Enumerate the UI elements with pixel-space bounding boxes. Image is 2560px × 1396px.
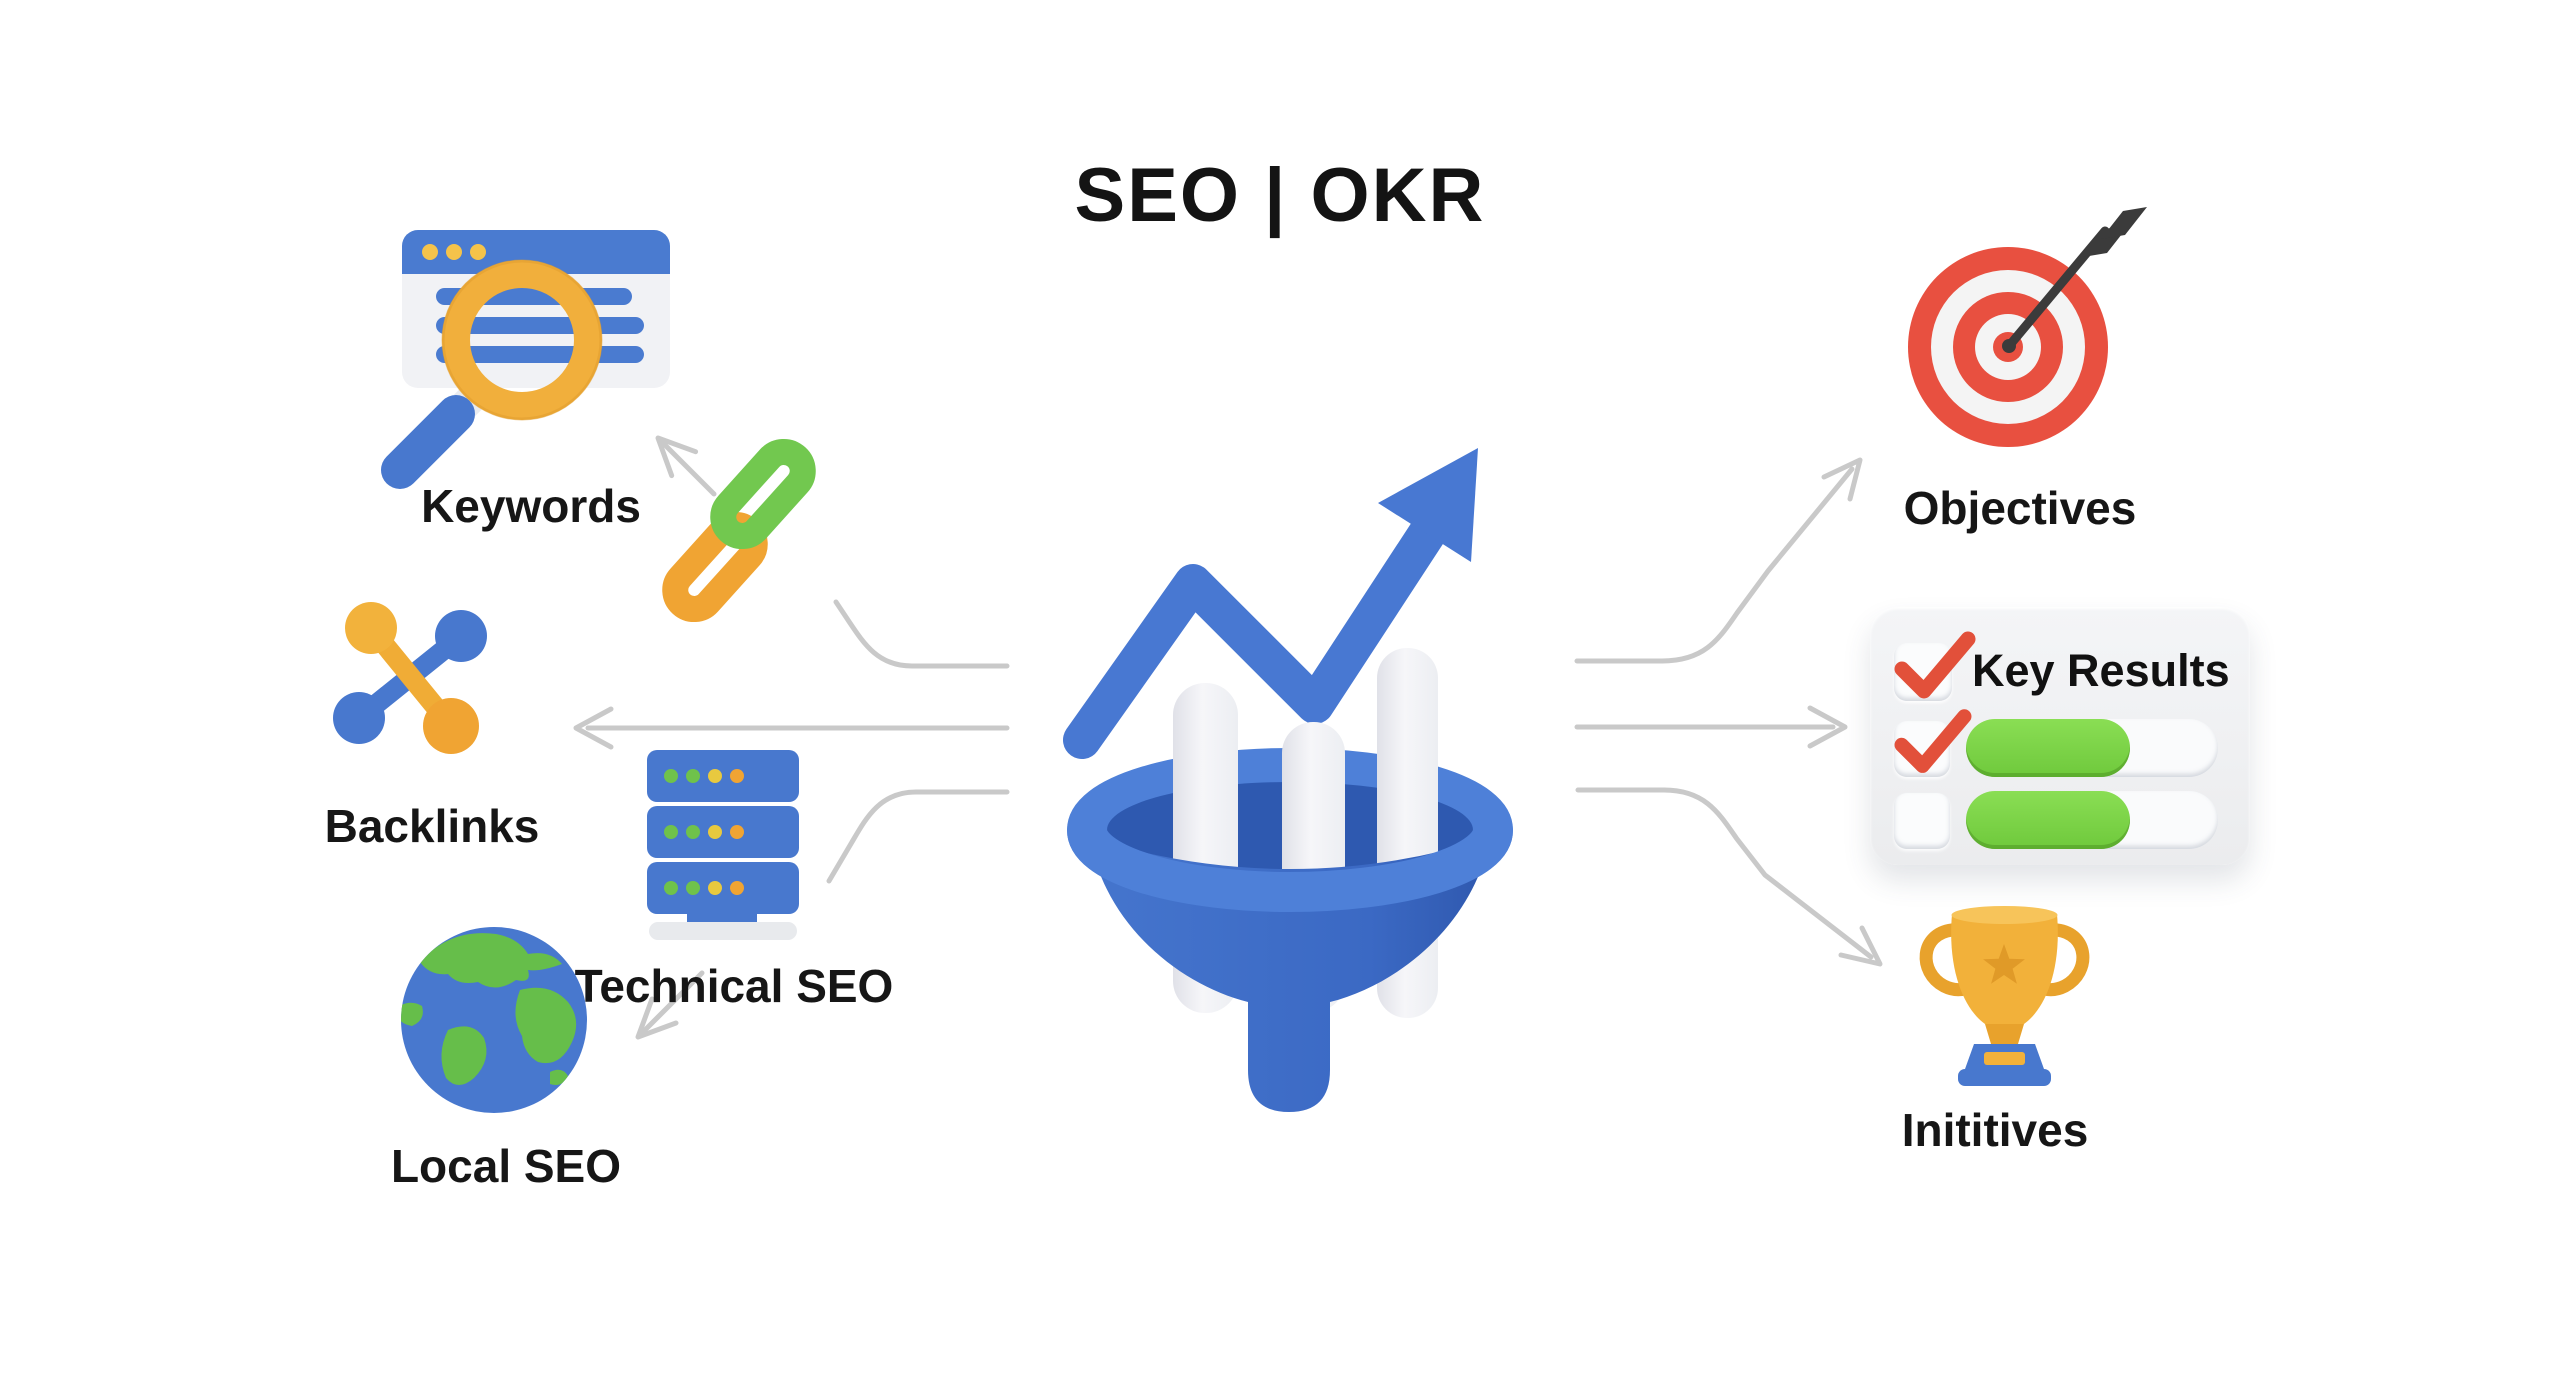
connector-technical-seo-to-local-seo xyxy=(635,970,705,1040)
keywords-label: Keywords xyxy=(421,480,641,532)
trophy-icon xyxy=(1919,906,2090,1086)
node-initiatives xyxy=(1912,902,2097,1087)
key-results-card: Key Results xyxy=(1870,607,2250,865)
node-local-seo xyxy=(400,920,592,1120)
checkbox-checked xyxy=(1894,709,1972,777)
local-seo-label: Local SEO xyxy=(390,1140,622,1192)
node-technical-seo xyxy=(637,748,809,940)
checkbox-empty xyxy=(1894,793,1950,849)
progress-track xyxy=(1966,719,2218,777)
red-check-icon xyxy=(1894,709,1972,773)
connector-funnel-to-backlinks xyxy=(573,706,1010,750)
objectives-label: Objectives xyxy=(1903,482,2137,534)
page-title: SEO | OKR xyxy=(1074,153,1486,238)
red-check-icon xyxy=(1894,631,1976,699)
progress-fill xyxy=(1966,791,2130,849)
browser-search-icon xyxy=(381,230,670,489)
connector-funnel-to-initiatives xyxy=(1575,787,1883,967)
progress-track xyxy=(1966,791,2218,849)
server-stack-icon xyxy=(647,750,799,940)
node-funnel xyxy=(1060,430,1560,1150)
technical-seo-label: Technical SEO xyxy=(574,960,894,1012)
node-chain-link xyxy=(645,430,825,645)
initiatives-label: Inititives xyxy=(1901,1104,2089,1156)
connector-funnel-to-keywords xyxy=(655,435,1010,669)
checkbox-checked xyxy=(1894,631,1976,701)
key-results-label: Key Results xyxy=(1972,645,2230,696)
progress-fill xyxy=(1966,719,2130,777)
node-backlinks xyxy=(333,598,493,770)
funnel-growth-chart-icon xyxy=(1063,448,1513,1112)
link-network-icon xyxy=(333,602,487,754)
node-objectives xyxy=(1905,195,2150,455)
target-arrow-icon xyxy=(1908,207,2147,447)
link-chain-icon xyxy=(662,438,816,623)
connector-funnel-to-key-results xyxy=(1574,705,1848,749)
connector-funnel-to-technical-seo xyxy=(826,789,1010,884)
connector-funnel-to-objectives xyxy=(1574,457,1863,664)
globe-icon xyxy=(401,927,587,1113)
backlinks-label: Backlinks xyxy=(324,800,540,852)
node-keywords xyxy=(372,228,672,496)
